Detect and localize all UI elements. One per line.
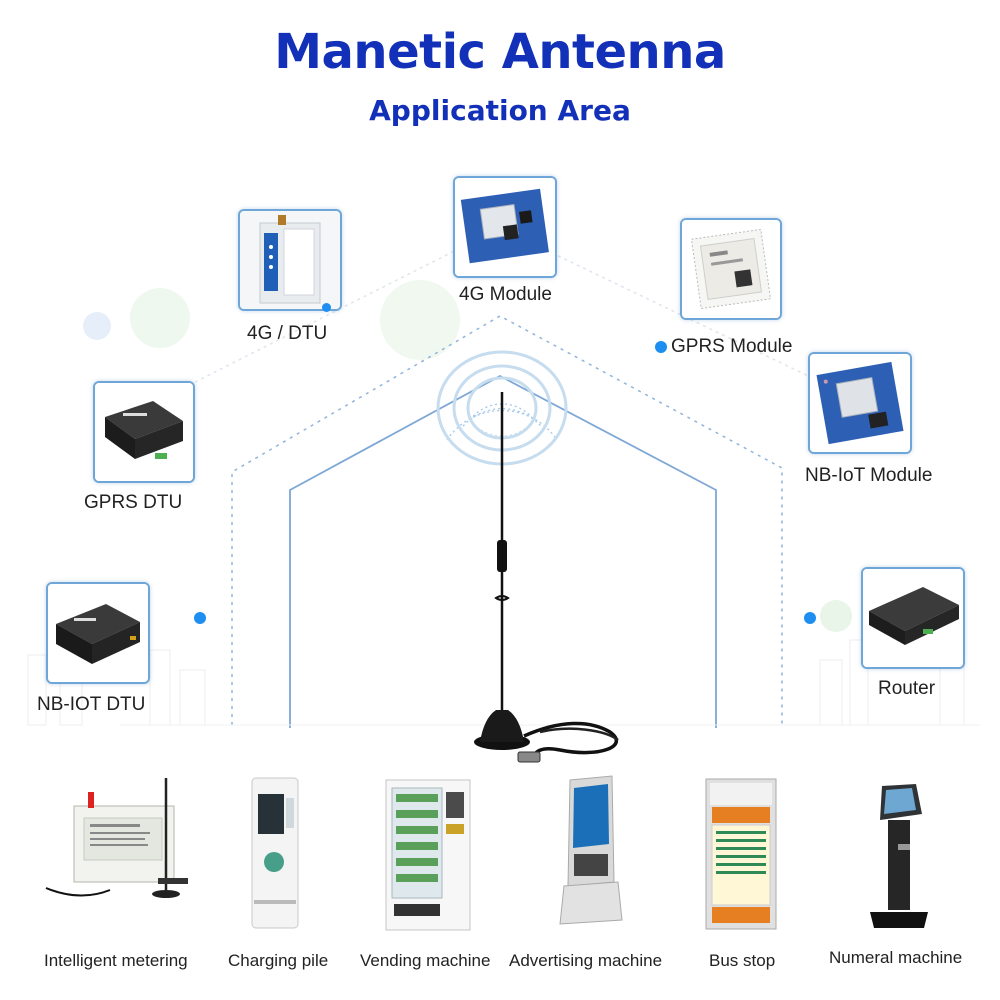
- nbiot-module-icon: [810, 354, 910, 452]
- dtu-4g-indicator-dot: [322, 303, 331, 312]
- page-subtitle: Application Area: [369, 94, 631, 127]
- queue-machine-icon: [870, 784, 928, 928]
- advertising-machine-image: [556, 770, 626, 930]
- nbiot-dtu-card: [46, 582, 150, 684]
- charging-pile-image: [240, 770, 310, 930]
- module-4g-icon: [455, 178, 555, 276]
- charging-pile-label: Charging pile: [228, 951, 329, 970]
- router-icon: [863, 569, 963, 667]
- dtu-4g-label: 4G / DTU: [247, 323, 328, 344]
- dtu-4g-icon: [240, 211, 340, 309]
- meter-icon: [45, 778, 188, 898]
- numeral-machine-image: [864, 780, 934, 930]
- gprs-module-card: [680, 218, 782, 320]
- router-indicator-dot: [804, 612, 816, 624]
- advertising-kiosk-icon: [559, 775, 623, 925]
- nbiot-dtu-indicator-dot: [194, 612, 206, 624]
- bus-stop-sign-icon: [705, 778, 777, 930]
- nbiot-dtu-label: NB-IOT DTU: [37, 694, 146, 715]
- gprs-dtu-icon: [95, 383, 193, 481]
- bus-stop-image: [702, 775, 782, 935]
- nbiot-dtu-icon: [48, 584, 148, 682]
- gprs-module-label: GPRS Module: [671, 336, 793, 357]
- vending-machine-image: [384, 778, 474, 934]
- metering-label: Intelligent metering: [44, 951, 188, 970]
- dtu-4g-card: [238, 209, 342, 311]
- meter-image: [40, 770, 200, 910]
- router-card: [861, 567, 965, 669]
- vending-machine-icon: [385, 779, 471, 931]
- advertising-machine-label: Advertising machine: [509, 951, 663, 970]
- bus-stop-label: Bus stop: [709, 951, 776, 970]
- module-4g-card: [453, 176, 557, 278]
- magnetic-antenna-icon: [474, 392, 619, 763]
- gprs-dtu-card: [93, 381, 195, 483]
- gprs-dtu-label: GPRS DTU: [84, 492, 183, 513]
- numeral-machine-label: Numeral machine: [829, 948, 963, 967]
- charging-pile-icon: [251, 777, 299, 929]
- vending-machine-label: Vending machine: [360, 951, 491, 970]
- page-title: Manetic Antenna: [274, 24, 726, 80]
- gprs-module-indicator-dot: [655, 341, 667, 353]
- router-label: Router: [878, 678, 936, 699]
- nbiot-module-card: [808, 352, 912, 454]
- nbiot-module-label: NB-IoT Module: [805, 465, 933, 486]
- module-4g-label: 4G Module: [459, 284, 552, 305]
- gprs-module-icon: [682, 220, 780, 318]
